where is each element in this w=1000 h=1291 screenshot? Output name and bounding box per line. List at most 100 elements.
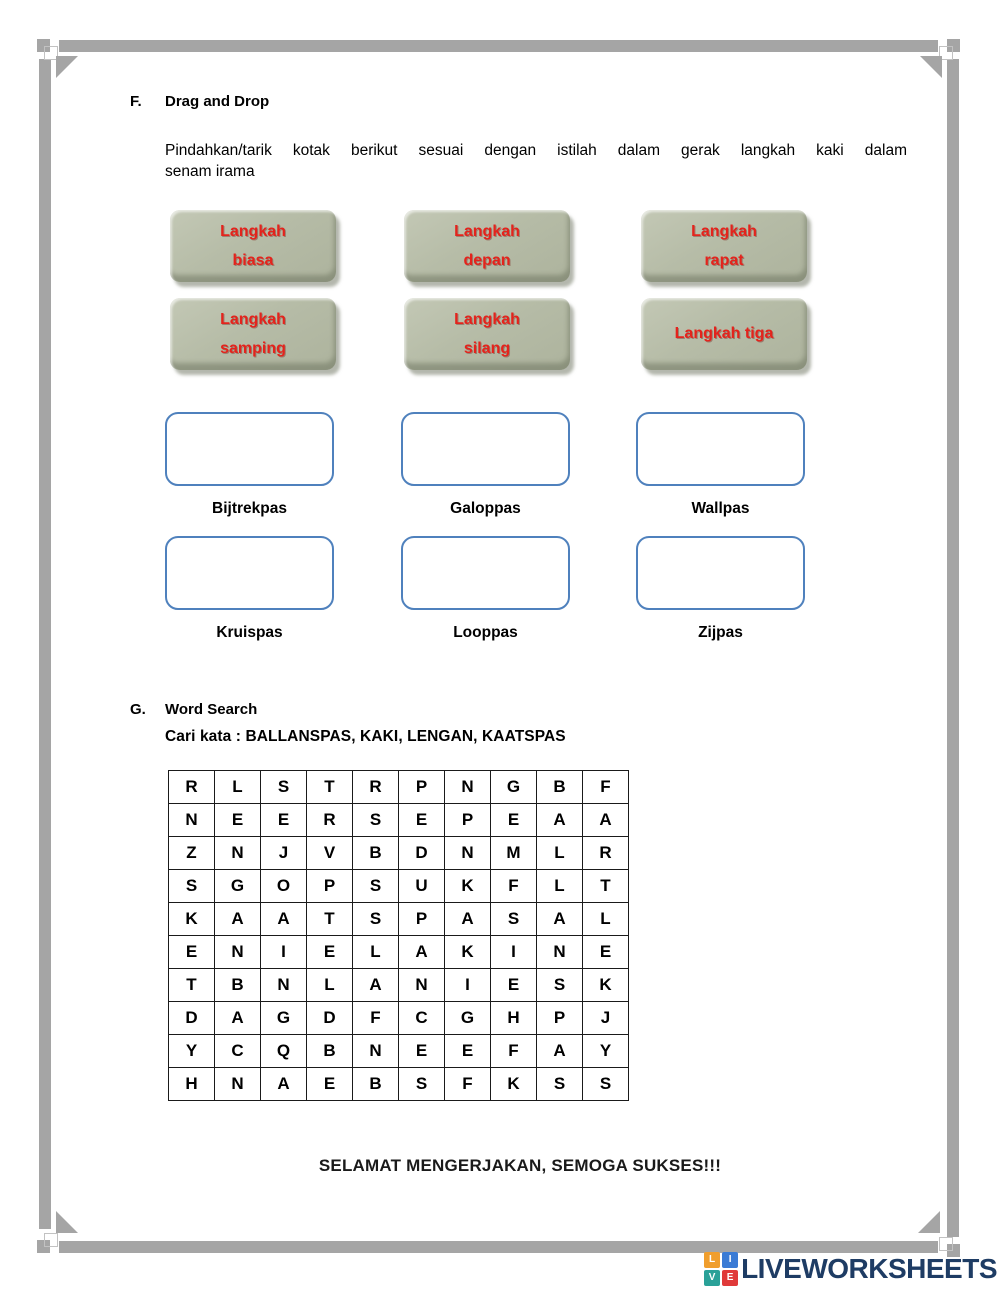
- grid-cell[interactable]: S: [398, 1067, 445, 1101]
- grid-cell[interactable]: M: [490, 836, 537, 870]
- grid-cell[interactable]: Y: [168, 1034, 215, 1068]
- grid-cell[interactable]: F: [582, 770, 629, 804]
- drag-item-langkah-samping[interactable]: Langkah samping: [170, 298, 336, 370]
- grid-cell[interactable]: P: [398, 770, 445, 804]
- grid-cell[interactable]: N: [398, 968, 445, 1002]
- grid-cell[interactable]: A: [444, 902, 491, 936]
- grid-cell[interactable]: T: [306, 902, 353, 936]
- grid-cell[interactable]: R: [352, 770, 399, 804]
- grid-cell[interactable]: V: [306, 836, 353, 870]
- grid-cell[interactable]: E: [168, 935, 215, 969]
- grid-cell[interactable]: E: [214, 803, 261, 837]
- grid-cell[interactable]: A: [260, 902, 307, 936]
- grid-cell[interactable]: Z: [168, 836, 215, 870]
- grid-cell[interactable]: D: [398, 836, 445, 870]
- grid-cell[interactable]: A: [398, 935, 445, 969]
- grid-cell[interactable]: B: [536, 770, 583, 804]
- grid-cell[interactable]: D: [306, 1001, 353, 1035]
- grid-cell[interactable]: R: [582, 836, 629, 870]
- drop-zone-galoppas[interactable]: [401, 412, 570, 486]
- grid-cell[interactable]: A: [260, 1067, 307, 1101]
- grid-cell[interactable]: L: [582, 902, 629, 936]
- grid-cell[interactable]: A: [214, 1001, 261, 1035]
- grid-cell[interactable]: A: [536, 902, 583, 936]
- drag-item-langkah-rapat[interactable]: Langkah rapat: [641, 210, 807, 282]
- grid-cell[interactable]: E: [490, 803, 537, 837]
- grid-cell[interactable]: S: [490, 902, 537, 936]
- grid-cell[interactable]: P: [444, 803, 491, 837]
- drag-item-langkah-biasa[interactable]: Langkah biasa: [170, 210, 336, 282]
- grid-cell[interactable]: P: [398, 902, 445, 936]
- grid-cell[interactable]: N: [352, 1034, 399, 1068]
- grid-cell[interactable]: T: [582, 869, 629, 903]
- grid-cell[interactable]: H: [490, 1001, 537, 1035]
- grid-cell[interactable]: N: [214, 836, 261, 870]
- grid-cell[interactable]: N: [168, 803, 215, 837]
- grid-cell[interactable]: N: [214, 935, 261, 969]
- grid-cell[interactable]: L: [536, 836, 583, 870]
- grid-cell[interactable]: I: [490, 935, 537, 969]
- grid-cell[interactable]: B: [352, 836, 399, 870]
- grid-cell[interactable]: A: [214, 902, 261, 936]
- grid-cell[interactable]: N: [444, 836, 491, 870]
- grid-cell[interactable]: E: [582, 935, 629, 969]
- grid-cell[interactable]: E: [398, 803, 445, 837]
- grid-cell[interactable]: B: [214, 968, 261, 1002]
- grid-cell[interactable]: P: [536, 1001, 583, 1035]
- grid-cell[interactable]: F: [490, 1034, 537, 1068]
- grid-cell[interactable]: K: [490, 1067, 537, 1101]
- grid-cell[interactable]: L: [214, 770, 261, 804]
- grid-cell[interactable]: K: [582, 968, 629, 1002]
- grid-cell[interactable]: I: [260, 935, 307, 969]
- grid-cell[interactable]: S: [168, 869, 215, 903]
- grid-cell[interactable]: F: [352, 1001, 399, 1035]
- drop-zone-looppas[interactable]: [401, 536, 570, 610]
- drag-item-langkah-depan[interactable]: Langkah depan: [404, 210, 570, 282]
- grid-cell[interactable]: H: [168, 1067, 215, 1101]
- drop-zone-wallpas[interactable]: [636, 412, 805, 486]
- grid-cell[interactable]: J: [582, 1001, 629, 1035]
- grid-cell[interactable]: R: [168, 770, 215, 804]
- drag-item-langkah-silang[interactable]: Langkah silang: [404, 298, 570, 370]
- grid-cell[interactable]: J: [260, 836, 307, 870]
- grid-cell[interactable]: K: [444, 869, 491, 903]
- grid-cell[interactable]: K: [444, 935, 491, 969]
- drop-zone-kruispas[interactable]: [165, 536, 334, 610]
- grid-cell[interactable]: S: [352, 869, 399, 903]
- grid-cell[interactable]: S: [260, 770, 307, 804]
- grid-cell[interactable]: A: [536, 803, 583, 837]
- grid-cell[interactable]: A: [536, 1034, 583, 1068]
- grid-cell[interactable]: S: [582, 1067, 629, 1101]
- grid-cell[interactable]: E: [444, 1034, 491, 1068]
- grid-cell[interactable]: U: [398, 869, 445, 903]
- grid-cell[interactable]: E: [306, 935, 353, 969]
- grid-cell[interactable]: B: [306, 1034, 353, 1068]
- grid-cell[interactable]: N: [536, 935, 583, 969]
- grid-cell[interactable]: T: [168, 968, 215, 1002]
- grid-cell[interactable]: N: [260, 968, 307, 1002]
- grid-cell[interactable]: N: [444, 770, 491, 804]
- grid-cell[interactable]: I: [444, 968, 491, 1002]
- drag-item-langkah-tiga[interactable]: Langkah tiga: [641, 298, 807, 370]
- drop-zone-zijpas[interactable]: [636, 536, 805, 610]
- grid-cell[interactable]: B: [352, 1067, 399, 1101]
- grid-cell[interactable]: L: [306, 968, 353, 1002]
- grid-cell[interactable]: S: [536, 968, 583, 1002]
- grid-cell[interactable]: L: [352, 935, 399, 969]
- grid-cell[interactable]: C: [214, 1034, 261, 1068]
- grid-cell[interactable]: R: [306, 803, 353, 837]
- grid-cell[interactable]: O: [260, 869, 307, 903]
- drop-zone-bijtrekpas[interactable]: [165, 412, 334, 486]
- grid-cell[interactable]: G: [260, 1001, 307, 1035]
- grid-cell[interactable]: Y: [582, 1034, 629, 1068]
- grid-cell[interactable]: A: [352, 968, 399, 1002]
- grid-cell[interactable]: G: [490, 770, 537, 804]
- grid-cell[interactable]: S: [352, 902, 399, 936]
- grid-cell[interactable]: T: [306, 770, 353, 804]
- grid-cell[interactable]: E: [306, 1067, 353, 1101]
- grid-cell[interactable]: C: [398, 1001, 445, 1035]
- grid-cell[interactable]: P: [306, 869, 353, 903]
- grid-cell[interactable]: Q: [260, 1034, 307, 1068]
- grid-cell[interactable]: F: [444, 1067, 491, 1101]
